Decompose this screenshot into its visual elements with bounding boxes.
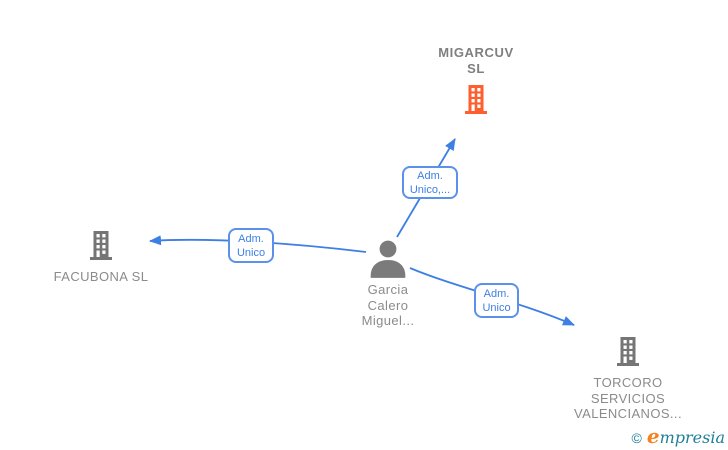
- person-icon: [370, 240, 406, 278]
- copyright-icon: ©: [631, 430, 642, 446]
- company-name[interactable]: MIGARCUV SL: [438, 45, 514, 76]
- company-name[interactable]: TORCORO SERVICIOS VALENCIANOS...: [574, 375, 682, 421]
- building-icon: [617, 337, 639, 366]
- brand-rest: mpresia: [659, 428, 725, 447]
- node-company-migarcuv[interactable]: MIGARCUV SL: [416, 45, 536, 115]
- brand-initial: e: [646, 424, 660, 448]
- building-icon: [90, 231, 112, 260]
- node-person-garcia-calero[interactable]: Garcia Calero Miguel...: [338, 240, 438, 329]
- edge-label-adm-unico-torcoro: Adm. Unico: [474, 283, 519, 318]
- empresia-logo[interactable]: © empresia: [632, 424, 725, 448]
- node-company-torcoro[interactable]: TORCORO SERVICIOS VALENCIANOS...: [568, 335, 688, 422]
- company-name[interactable]: FACUBONA SL: [53, 269, 149, 284]
- person-name[interactable]: Garcia Calero Miguel...: [361, 282, 415, 328]
- building-icon: [465, 85, 487, 114]
- brand-wordmark: empresia: [647, 424, 725, 448]
- node-company-facubona[interactable]: FACUBONA SL: [41, 229, 161, 285]
- edge-label-adm-unico-facubona: Adm. Unico: [228, 228, 274, 263]
- edge-label-adm-unico-migarcuv: Adm. Unico,...: [402, 166, 458, 199]
